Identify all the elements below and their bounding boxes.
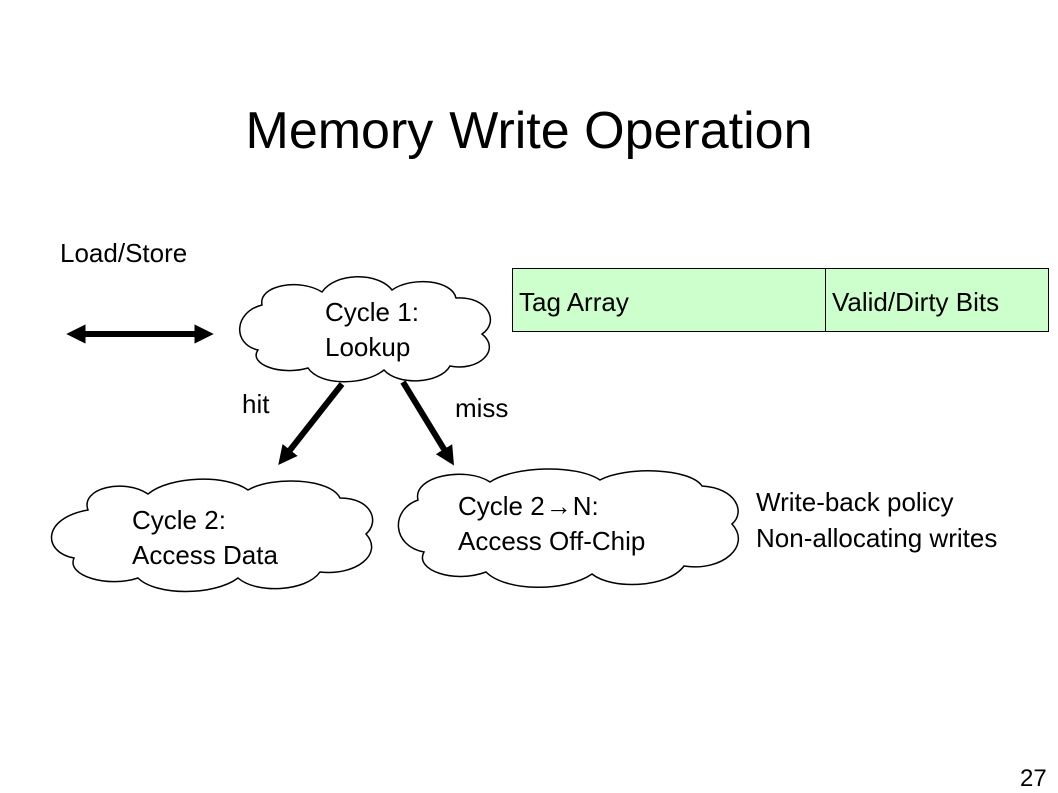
page-number: 27: [1020, 765, 1047, 792]
cycle1-line2: Lookup: [325, 332, 411, 362]
load-store-label: Load/Store: [60, 238, 188, 268]
cycle1-line1: Cycle 1:: [325, 297, 419, 327]
cycle2-line2: Access Data: [132, 540, 278, 570]
hit-label: hit: [242, 389, 270, 419]
cycle2-line1: Cycle 2:: [132, 505, 226, 535]
cycle2n-line2: Access Off-Chip: [458, 526, 646, 556]
miss-arrow: [400, 380, 455, 466]
policy-notes: Write-back policy Non-allocating writes: [756, 484, 997, 556]
cycle1-text: Cycle 1: Lookup: [325, 295, 419, 365]
policy-non-allocating: Non-allocating writes: [756, 523, 998, 553]
cycle2n-text: Cycle 2→N: Access Off-Chip: [458, 489, 645, 559]
cycle2n-prefix: Cycle 2: [458, 491, 545, 521]
policy-write-back: Write-back policy: [756, 487, 954, 517]
title-write-operation: Write Operation: [449, 102, 813, 160]
cache-tag-table: Tag Array Valid/Dirty Bits: [512, 268, 1049, 332]
miss-label: miss: [455, 393, 509, 423]
cycle2-text: Cycle 2: Access Data: [132, 503, 278, 573]
right-arrow-icon: →: [545, 491, 572, 521]
title-word-memory: Memory: [245, 102, 434, 160]
cycle2n-suffix: N:: [572, 491, 599, 521]
cycle2n-line1: Cycle 2→N:: [458, 489, 645, 524]
cloud-cycle2-access-data: [50, 478, 374, 593]
cloud-cycle2n-offchip: [397, 468, 739, 588]
hit-arrow: [278, 382, 345, 466]
valid-dirty-bits-cell: Valid/Dirty Bits: [832, 287, 1000, 317]
tag-array-cell: Tag Array: [513, 269, 826, 331]
cloud-cycle1-lookup: [239, 276, 492, 383]
slide-title: Memory Write Operation: [0, 100, 1058, 162]
